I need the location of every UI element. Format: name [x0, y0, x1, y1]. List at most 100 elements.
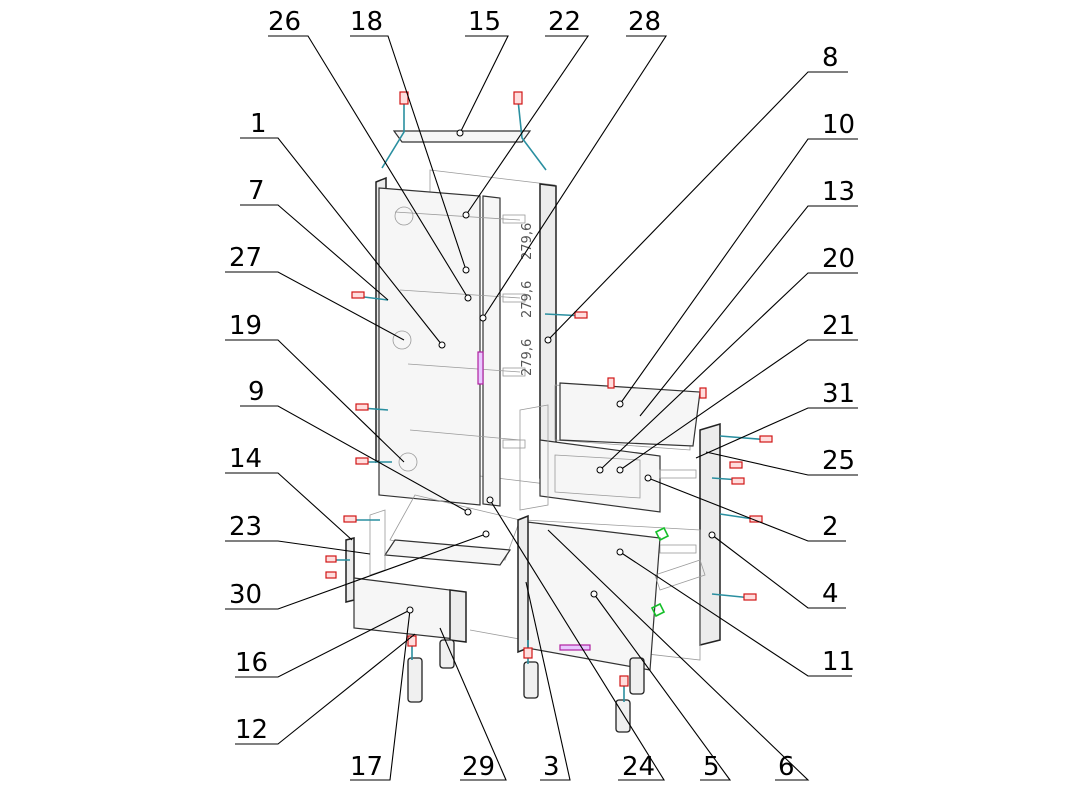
callout-31: 31 [822, 379, 855, 409]
pin-14 [355, 457, 369, 465]
callout-30: 30 [229, 580, 262, 610]
leader-10 [619, 138, 858, 405]
shelf-edge-4 [502, 439, 526, 449]
pin-23c [325, 571, 337, 579]
dot-4 [708, 531, 716, 539]
dot-9 [464, 508, 472, 516]
shelf-edge-2 [502, 293, 526, 303]
pin-4 [743, 593, 757, 601]
dot-30 [482, 530, 490, 538]
leg-5 [629, 657, 645, 695]
leader-dots [406, 129, 716, 614]
lower-left-drawer-side [449, 589, 467, 643]
callout-16: 16 [235, 648, 268, 678]
callout-26: 26 [268, 7, 301, 37]
leader-18 [350, 35, 467, 271]
pin-7 [351, 291, 365, 299]
callout-23: 23 [229, 512, 262, 542]
callout-9: 9 [248, 377, 265, 407]
dimension-label-2: 279,6 [520, 281, 535, 318]
hinge-cup-mid [392, 330, 412, 350]
leader-20 [599, 272, 858, 471]
fastener-pins [325, 91, 773, 687]
pin-23b [325, 555, 337, 563]
callout-3: 3 [543, 752, 560, 782]
callout-4: 4 [822, 579, 839, 609]
hinge-upper [654, 526, 670, 542]
pin-leg-17 [407, 635, 417, 647]
dot-22 [462, 211, 470, 219]
leader-24 [489, 499, 665, 781]
leg-2 [439, 639, 455, 669]
lower-left-top [389, 494, 521, 561]
middle-drawer-front [539, 439, 661, 513]
leader-30 [225, 533, 487, 610]
pin-top-left [399, 91, 409, 105]
shelf-edge-1 [502, 214, 526, 224]
pin-31 [759, 435, 773, 443]
callout-19: 19 [229, 311, 262, 341]
dot-1 [438, 341, 446, 349]
callout-28: 28 [628, 7, 661, 37]
shelf-4 [409, 429, 521, 441]
pin-top-right [513, 91, 523, 105]
callout-27: 27 [229, 243, 262, 273]
leader-27 [225, 271, 405, 341]
lower-right-module [517, 514, 706, 671]
dot-2 [644, 474, 652, 482]
leader-3 [525, 581, 571, 781]
dot-28 [479, 314, 487, 322]
callout-17: 17 [350, 752, 383, 782]
dot-24 [486, 496, 494, 504]
leader-22 [465, 35, 590, 216]
leader-9 [240, 405, 469, 513]
leader-17 [350, 609, 411, 781]
callout-6: 6 [778, 752, 795, 782]
pin-upper-drawer-r [699, 387, 707, 399]
tie-top-right [517, 99, 547, 171]
callout-7: 7 [248, 176, 265, 206]
lower-right-handle [559, 644, 591, 651]
callout-5: 5 [703, 752, 720, 782]
leader-21 [619, 339, 858, 471]
callout-12: 12 [235, 715, 268, 745]
pin-upper-drawer [607, 377, 615, 389]
dot-11 [616, 548, 624, 556]
leader-7 [240, 204, 389, 301]
pin-25 [729, 461, 743, 469]
dot-20 [596, 466, 604, 474]
upper-right-module [519, 382, 721, 646]
leader-26 [268, 35, 469, 299]
callout-2: 2 [822, 512, 839, 542]
leg-3 [523, 661, 539, 699]
drawer-rail-mid [659, 544, 697, 554]
callout-14: 14 [229, 444, 262, 474]
leader-14 [225, 472, 353, 541]
hinge-lower [650, 602, 666, 618]
callout-21: 21 [822, 311, 855, 341]
upper-drawer-front [559, 382, 701, 447]
shelf-3 [407, 363, 521, 373]
lower-right-shelf [654, 559, 706, 591]
callout-18: 18 [350, 7, 383, 37]
leader-1 [240, 137, 443, 346]
leg-4 [615, 699, 631, 733]
lower-left-module [345, 494, 526, 643]
pin-25b [731, 477, 745, 485]
leader-16 [235, 609, 411, 678]
dot-10 [616, 400, 624, 408]
leader-8 [547, 71, 848, 341]
pin-leg-3 [523, 647, 533, 659]
lower-left-shelf [383, 539, 512, 566]
callout-20: 20 [822, 244, 855, 274]
dimension-label-1: 279,6 [520, 223, 535, 260]
tie-top-left [381, 100, 405, 169]
callout-25: 25 [822, 446, 855, 476]
leader-11 [619, 551, 852, 677]
leader-13 [639, 205, 858, 417]
leader-29 [439, 627, 507, 781]
drawer-rail-top [659, 469, 697, 479]
leader-2 [647, 477, 846, 542]
pin-23a [343, 515, 357, 523]
